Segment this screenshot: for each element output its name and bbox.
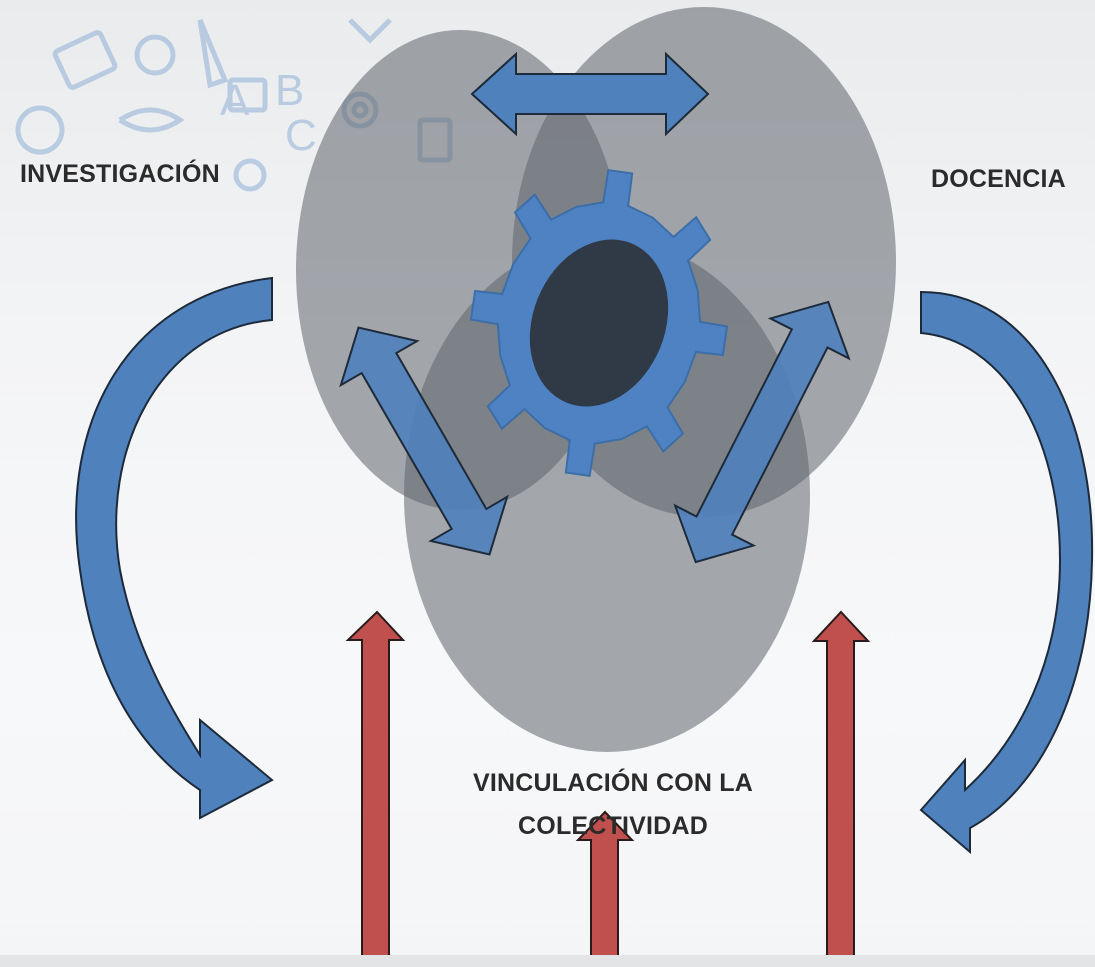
red-arrow-left — [345, 610, 406, 967]
red-arrow-center — [575, 810, 635, 967]
bottom-strip — [0, 955, 1095, 967]
double-arrow-right-diagonal — [673, 300, 851, 564]
svg-text:C: C — [285, 111, 317, 160]
label-vinculacion: VINCULACIÓN CON LA COLECTIVIDAD — [473, 769, 753, 840]
svg-text:B: B — [275, 66, 304, 115]
label-docencia: DOCENCIA — [931, 165, 1066, 193]
label-investigacion: INVESTIGACIÓN — [20, 160, 220, 188]
gear-icon — [469, 168, 729, 478]
curved-arrow-right — [919, 290, 1094, 855]
red-arrow-right — [811, 610, 871, 967]
double-arrow-top — [470, 51, 710, 137]
double-arrow-left-diagonal — [339, 326, 509, 556]
svg-text:A: A — [220, 76, 250, 125]
curved-arrow-left — [75, 276, 274, 820]
